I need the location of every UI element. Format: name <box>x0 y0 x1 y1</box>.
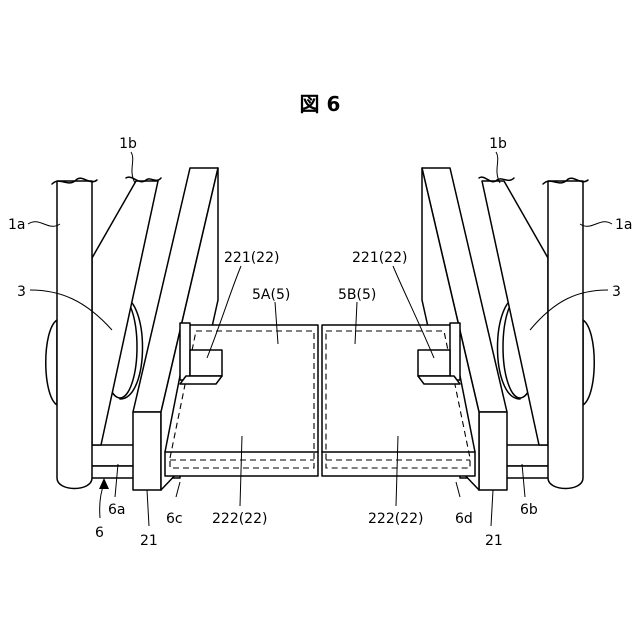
label-6b: 6b <box>520 502 538 518</box>
label-3-right: 3 <box>612 284 621 300</box>
label-6: 6 <box>95 525 104 541</box>
label-222-left: 222(22) <box>212 511 267 527</box>
label-1b-right: 1b <box>489 136 507 152</box>
label-1a-left: 1a <box>8 217 26 233</box>
figure-title: 図 6 <box>300 92 341 116</box>
label-21-right: 21 <box>485 533 503 549</box>
label-1a-right: 1a <box>615 217 633 233</box>
label-221-right: 221(22) <box>352 250 407 266</box>
label-5a: 5A(5) <box>252 287 290 303</box>
right-vertical-post <box>548 181 583 489</box>
arrow-6-head <box>99 478 109 489</box>
left-side-plate-front <box>133 412 161 490</box>
label-222-right: 222(22) <box>368 511 423 527</box>
label-221-left: 221(22) <box>224 250 279 266</box>
label-21-left: 21 <box>140 533 158 549</box>
label-3-left: 3 <box>17 284 26 300</box>
label-5b: 5B(5) <box>338 287 376 303</box>
label-6d: 6d <box>455 511 473 527</box>
label-1b-left: 1b <box>119 136 137 152</box>
label-6c: 6c <box>166 511 183 527</box>
label-6a: 6a <box>108 502 126 518</box>
left-vertical-post <box>57 181 92 489</box>
right-side-plate-front <box>479 412 507 490</box>
